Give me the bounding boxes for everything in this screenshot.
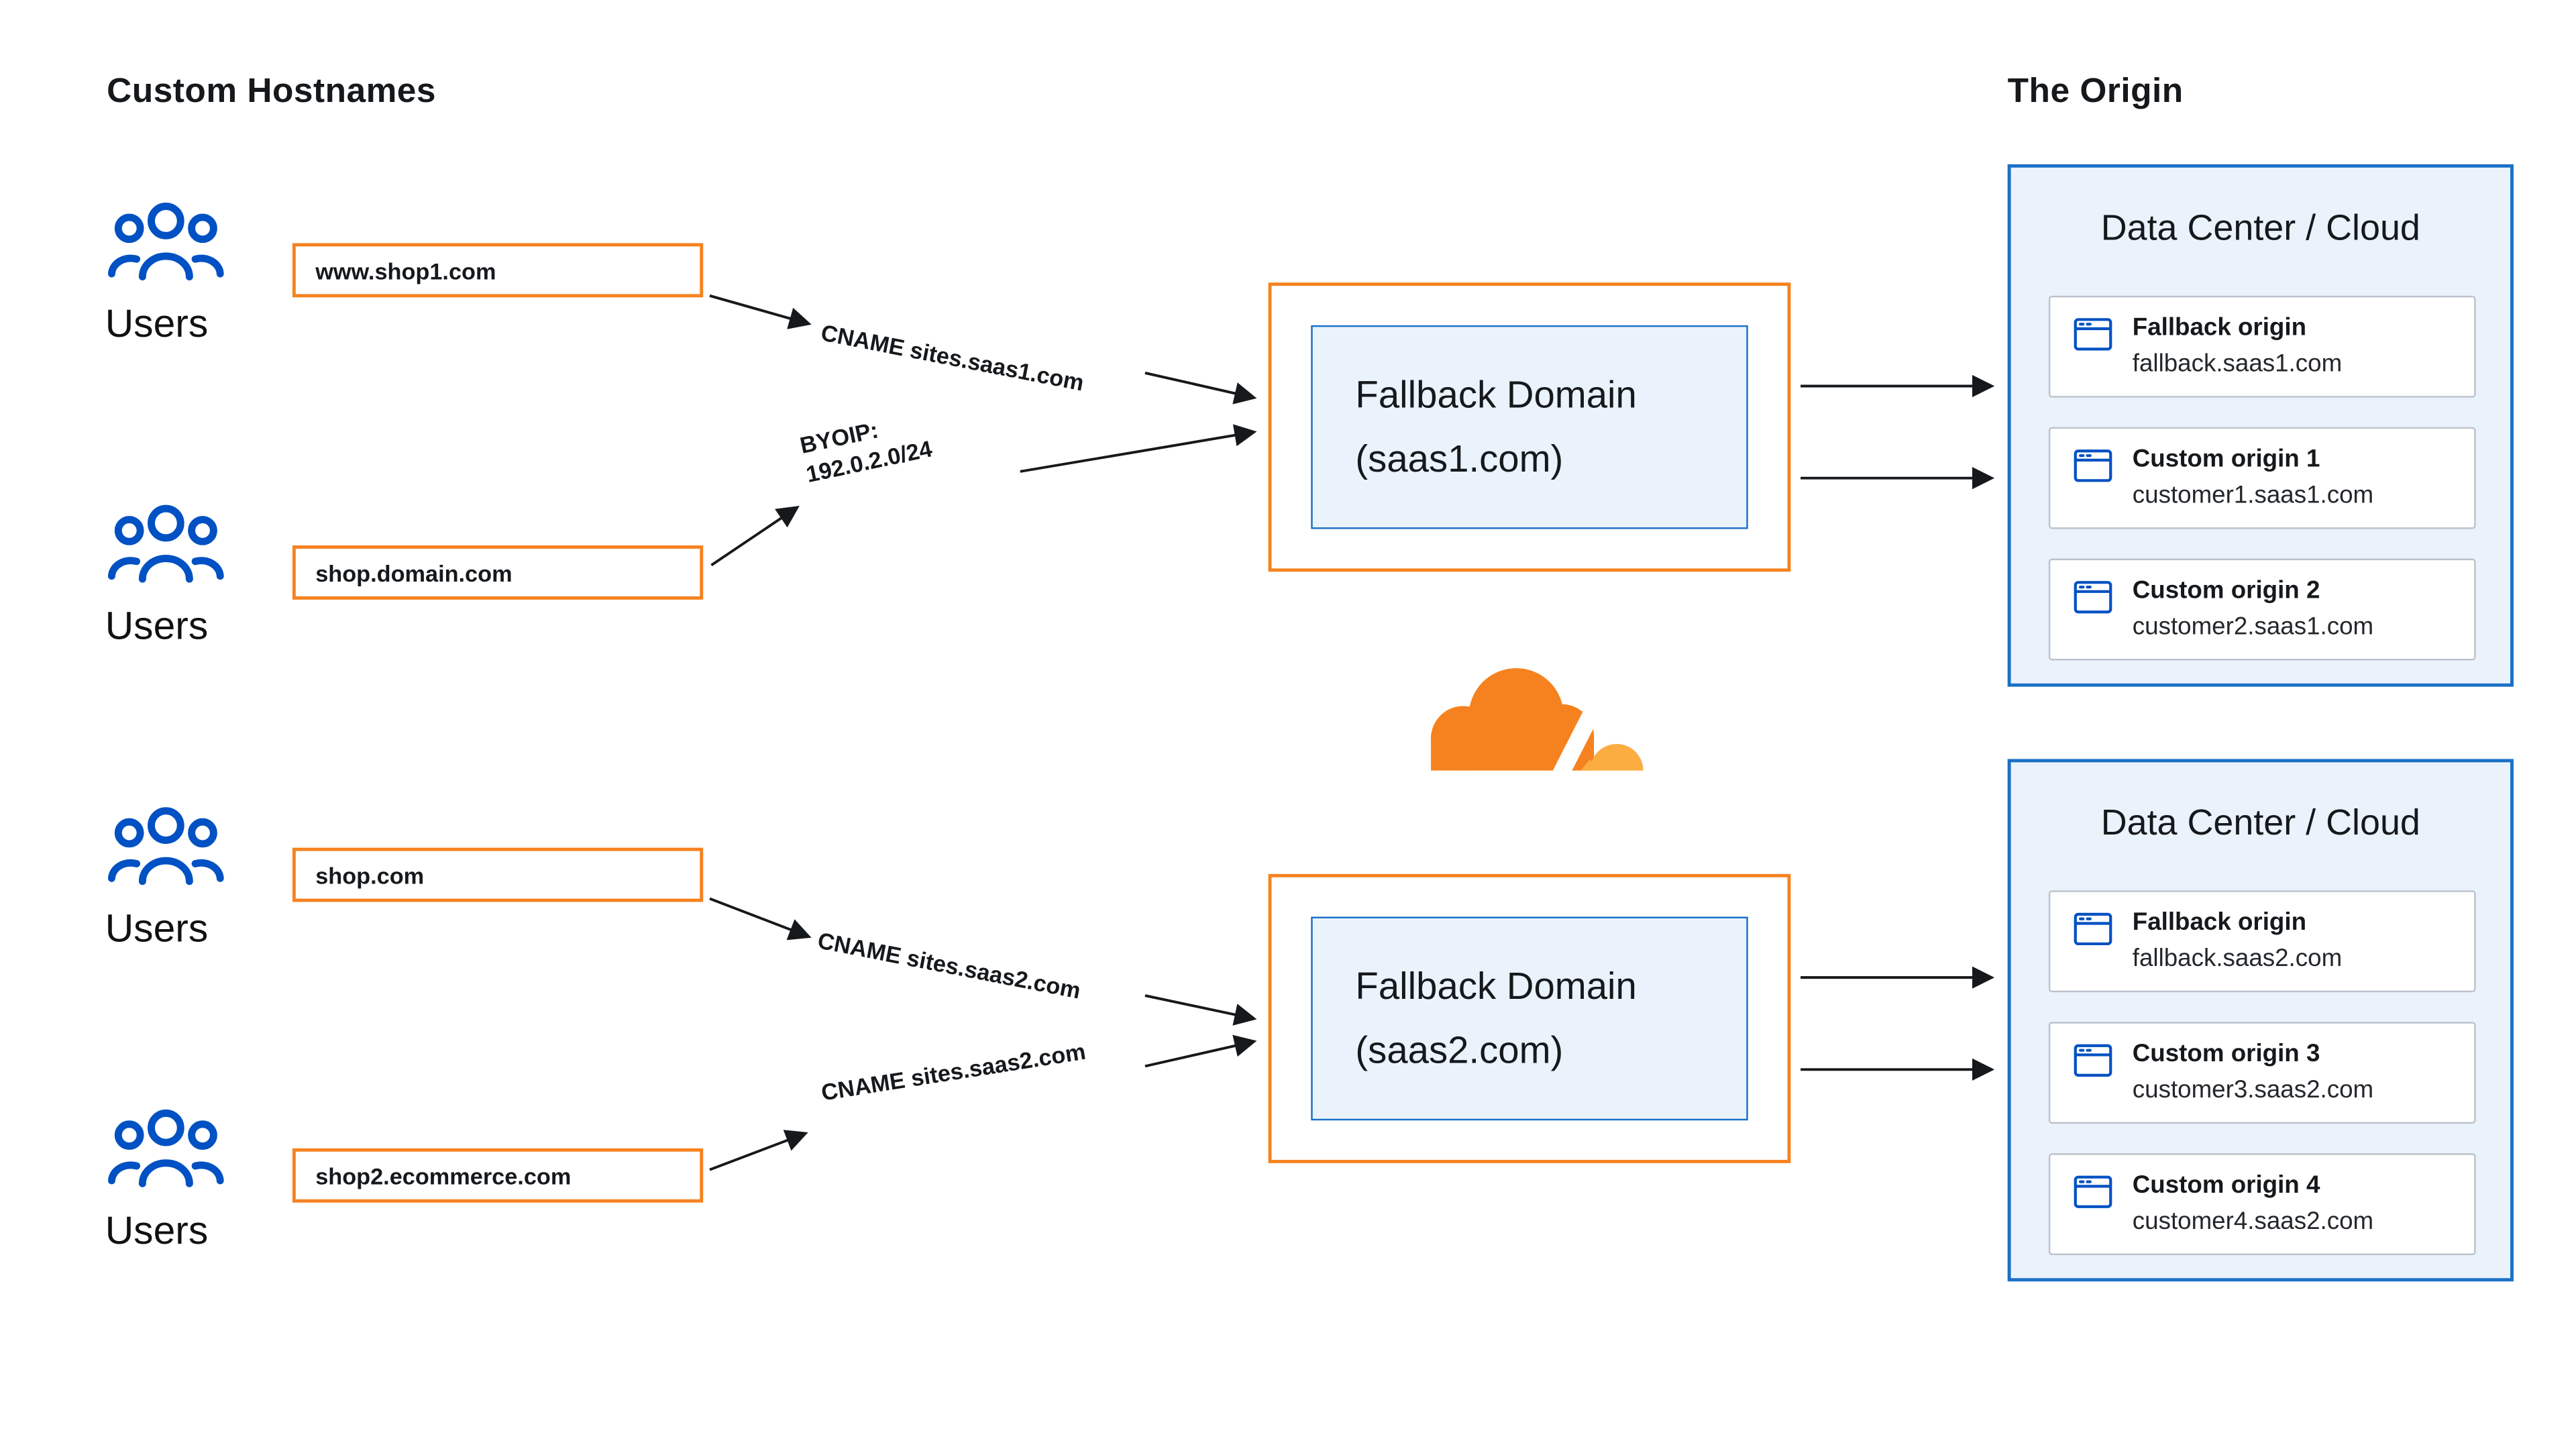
connection-label-cname-saas2-a: CNAME sites.saas2.com [815,925,1083,1005]
origin-name: Custom origin 4 [2132,1171,2320,1199]
flow-arrow [710,505,800,567]
connection-label-byoip: BYOIP: 192.0.2.0/24 [797,405,934,489]
users-icon [105,1108,227,1189]
users-label: Users [105,1209,209,1254]
origin-card-custom3: Custom origin 3 customer3.saas2.com [2048,1022,2476,1124]
origin-name: Custom origin 2 [2132,576,2320,605]
flow-arrow [1144,994,1257,1026]
users-label: Users [105,906,209,951]
users-label: Users [105,302,209,347]
hostname-label: shop2.ecommerce.com [315,1162,572,1189]
user-group-1: Users [105,201,303,348]
origin-host: customer4.saas2.com [2132,1208,2374,1236]
user-group-2: Users [105,502,303,650]
origin-host: customer1.saas1.com [2132,481,2374,510]
fallback-domain-inner: Fallback Domain (saas2.com) [1311,916,1748,1121]
hostname-box-shop1: www.shop1.com [292,243,704,298]
browser-window-icon [2074,580,2113,614]
flow-arrow [1144,1034,1257,1068]
hostname-label: shop.domain.com [315,559,513,586]
flow-arrow [709,294,812,329]
hostname-box-shop2-ecommerce: shop2.ecommerce.com [292,1148,704,1203]
origin-card-custom1: Custom origin 1 customer1.saas1.com [2048,427,2476,529]
fallback-domain-inner: Fallback Domain (saas1.com) [1311,325,1748,529]
browser-window-icon [2074,1043,2113,1077]
origin-host: fallback.saas2.com [2132,945,2343,973]
fallback-domain-box-saas1: Fallback Domain (saas1.com) [1268,282,1791,572]
origin-card-custom4: Custom origin 4 customer4.saas2.com [2048,1153,2476,1256]
data-center-panel-2: Data Center / Cloud Fallback origin fall… [2007,759,2514,1282]
section-title-custom-hostnames: Custom Hostnames [107,72,436,111]
origin-card-fallback-saas1: Fallback origin fallback.saas1.com [2048,295,2476,398]
flow-arrow [1020,424,1257,473]
users-label: Users [105,604,209,649]
connection-label-line: CNAME sites.saas2.com [819,1037,1087,1106]
origin-host: fallback.saas1.com [2132,350,2343,378]
connection-label-line: CNAME sites.saas1.com [818,319,1087,396]
browser-window-icon [2074,449,2113,483]
origin-card-fallback-saas2: Fallback origin fallback.saas2.com [2048,890,2476,993]
section-title-the-origin: The Origin [2007,72,2184,111]
data-center-panel-1: Data Center / Cloud Fallback origin fall… [2007,164,2514,687]
fallback-domain-title: Fallback Domain [1355,964,1637,1008]
user-group-3: Users [105,805,303,953]
flow-arrow [709,1130,808,1171]
fallback-domain-name: (saas1.com) [1355,437,1564,480]
fallback-domain-title: Fallback Domain [1355,372,1637,416]
origin-name: Custom origin 3 [2132,1040,2320,1068]
connection-label-cname-saas1: CNAME sites.saas1.com [818,317,1086,397]
origin-name: Custom origin 1 [2132,445,2320,474]
connection-label-line: CNAME sites.saas2.com [815,926,1083,1004]
data-center-title: Data Center / Cloud [2100,802,2420,843]
hostname-box-shop: shop.com [292,847,704,902]
origin-host: customer3.saas2.com [2132,1076,2374,1104]
origin-host: customer2.saas1.com [2132,612,2374,641]
flow-arrow [709,897,812,941]
browser-window-icon [2074,1175,2113,1209]
origin-card-custom2: Custom origin 2 customer2.saas1.com [2048,558,2476,661]
hostname-label: www.shop1.com [315,257,496,284]
hostname-label: shop.com [315,861,425,888]
data-center-title: Data Center / Cloud [2100,207,2420,248]
users-icon [105,805,227,887]
origin-name: Fallback origin [2132,313,2307,342]
fallback-domain-box-saas2: Fallback Domain (saas2.com) [1268,873,1791,1163]
browser-window-icon [2074,317,2113,352]
users-icon [105,201,227,282]
connection-label-cname-saas2-b: CNAME sites.saas2.com [819,1036,1087,1107]
user-group-4: Users [105,1108,303,1255]
fallback-domain-name: (saas2.com) [1355,1028,1564,1071]
flow-arrow [1144,372,1257,405]
hostname-box-shop-domain: shop.domain.com [292,545,704,600]
origin-name: Fallback origin [2132,908,2307,936]
users-icon [105,502,227,584]
cloudflare-logo [1431,667,1644,786]
browser-window-icon [2074,912,2113,946]
